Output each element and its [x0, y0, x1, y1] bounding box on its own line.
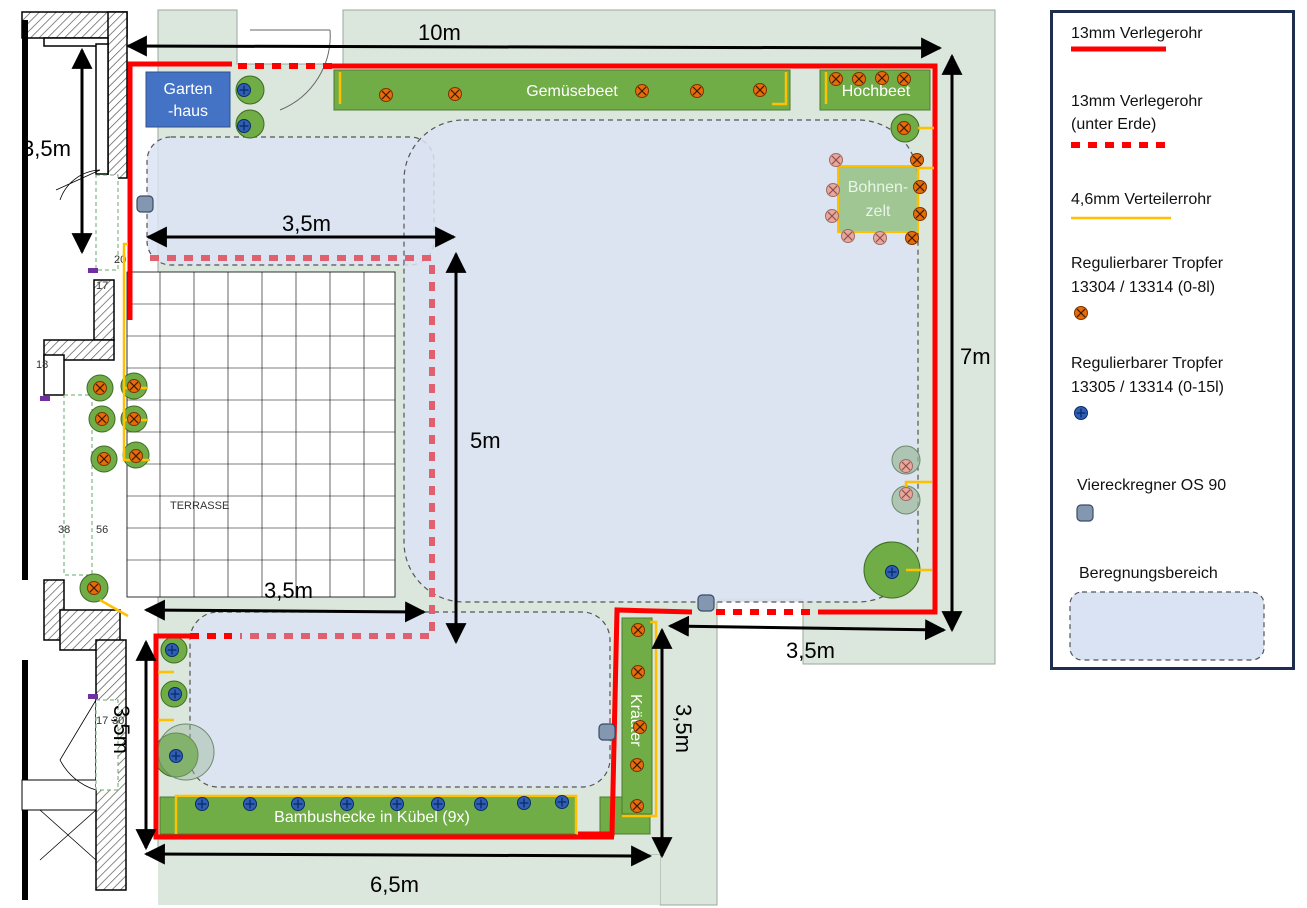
bean-tent [837, 165, 919, 233]
dim-lower-right-height: 3,5m [671, 704, 696, 753]
dimension-lines [71, 35, 963, 867]
legend-pipe-13mm-underground-label-2: (unter Erde) [1071, 116, 1157, 133]
shed-label-line1: Garten [164, 81, 213, 98]
dim-bottom-width: 6,5m [370, 872, 419, 897]
terrace-label: TERRASSE [170, 500, 229, 512]
vegetable-bed [333, 69, 791, 111]
dim-lower-left-height: 3,5m [109, 705, 134, 754]
legend-pipe-13mm-underground-symbol [1071, 142, 1173, 148]
beds: Gemüsebeet Hochbeet Bohnen- zelt Bambush… [159, 69, 931, 835]
legend-dripper-15l-icon [1073, 405, 1089, 421]
legend-dripper-8l-icon [1073, 305, 1089, 321]
legend-sprinkler-label: Viereckregner OS 90 [1077, 477, 1227, 494]
plants [79, 75, 921, 778]
dim-left-height: 3,5m [22, 136, 71, 161]
dim-right-height: 7m [960, 344, 991, 369]
raised-bed-label: Hochbeet [842, 83, 911, 100]
legend-pipe-13mm-symbol [1071, 46, 1166, 52]
legend: 13mm Verlegerohr 13mm Verlegerohr (unter… [1050, 10, 1295, 670]
herb-bed [621, 617, 653, 815]
legend-dripper-15l-label: Regulierbarer Tropfer [1071, 355, 1224, 372]
legend-dripper-8l-label: Regulierbarer Tropfer [1071, 255, 1224, 272]
bean-tent-label-line2: zelt [866, 203, 891, 220]
plan-number: 38 [58, 524, 70, 536]
plan-number: 56 [96, 524, 108, 536]
dim-right-lower-width: 3,5m [786, 638, 835, 663]
legend-pipe-4-6mm-symbol [1071, 216, 1171, 220]
dimension-labels: 10m 3,5m 3,5m 5m 3,5m 7m 3,5m 3,5m 3,5m … [22, 20, 991, 897]
legend-sprinkler-icon [1076, 504, 1094, 522]
dim-terrace-height: 5m [470, 428, 501, 453]
vegetable-bed-label: Gemüsebeet [526, 83, 618, 100]
plan-number: 18 [36, 359, 48, 371]
plan-number: 17 [96, 280, 108, 292]
garden-irrigation-plan: 17 20 18 38 56 17 30 [0, 0, 996, 908]
garden-shed: Garten -haus [145, 71, 231, 128]
legend-dripper-15l-label-2: 13305 / 13314 (0-15l) [1071, 379, 1224, 396]
dim-terrace-width: 3,5m [264, 578, 313, 603]
bamboo-hedge-label: Bambushecke in Kübel (9x) [274, 809, 470, 826]
legend-pipe-13mm-underground-label: 13mm Verlegerohr [1071, 93, 1203, 110]
legend-area-label: Beregnungsbereich [1079, 565, 1218, 582]
shed-label-line2: -haus [168, 103, 208, 120]
dim-top-width: 10m [418, 20, 461, 45]
legend-pipe-13mm-label: 13mm Verlegerohr [1071, 25, 1203, 42]
legend-dripper-8l-label-2: 13304 / 13314 (0-8l) [1071, 279, 1216, 296]
legend-area-symbol [1069, 591, 1265, 661]
main-pipe-13mm-underground [190, 63, 818, 639]
house-walls: 17 20 18 38 56 17 30 [0, 0, 128, 908]
dim-shed-zone-width: 3,5m [282, 211, 331, 236]
legend-pipe-4-6mm-label: 4,6mm Verteilerrohr [1071, 191, 1212, 208]
plan-number: 17 [96, 715, 108, 727]
bean-tent-label-line1: Bohnen- [848, 179, 909, 196]
bamboo-hedge [159, 796, 577, 835]
main-pipe-13mm-underground-faded [150, 255, 435, 639]
terrace: TERRASSE [126, 271, 396, 598]
irrigation-area-lawn [403, 119, 919, 603]
irrigation-area-shed [146, 136, 435, 266]
plan-number: 30 [112, 715, 124, 727]
